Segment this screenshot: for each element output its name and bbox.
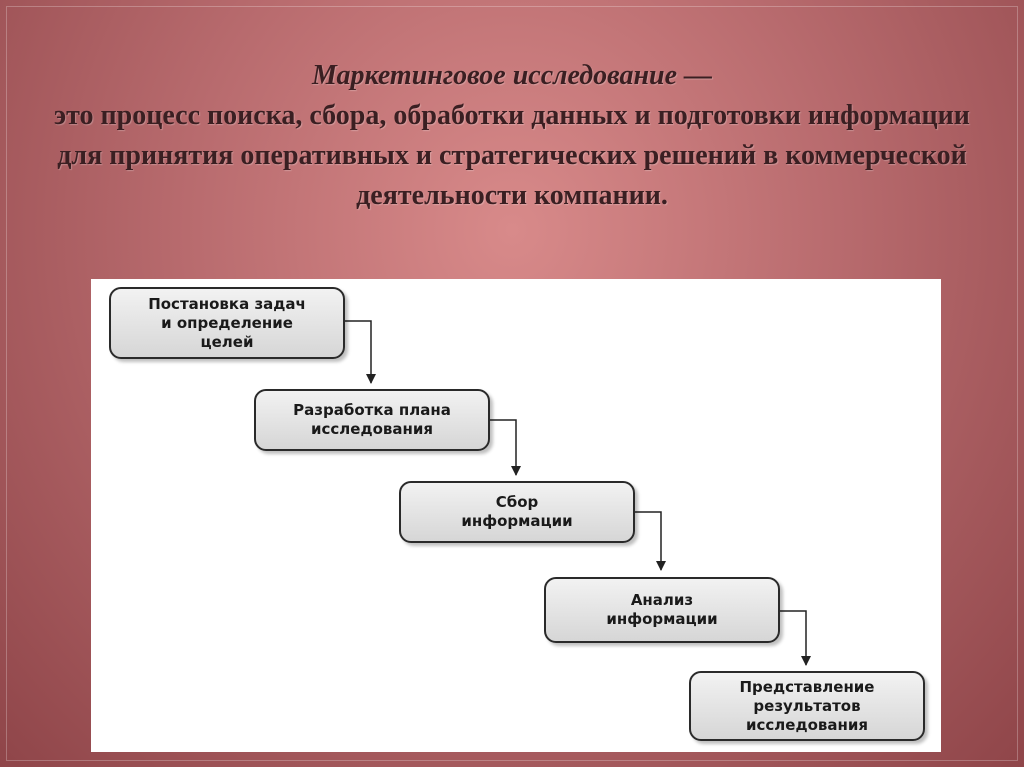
title-definition: это процесс поиска, сбора, обработки дан…: [54, 100, 970, 211]
arrow-4-5: [778, 610, 811, 666]
step-research-plan: Разработка плана исследования: [254, 389, 490, 451]
step-label: Разработка плана исследования: [293, 401, 451, 438]
arrow-1-2: [344, 320, 376, 384]
step-label: Представление результатов исследования: [739, 677, 875, 734]
step-label: Сбор информации: [461, 493, 573, 530]
title-term: Маркетинговое исследование —: [312, 60, 712, 91]
step-label: Анализ информации: [606, 591, 718, 628]
step-task-setting: Постановка задач и определение целей: [109, 287, 345, 359]
step-data-analysis: Анализ информации: [544, 577, 780, 643]
arrow-2-3: [489, 419, 521, 476]
process-diagram: Постановка задач и определение целей Раз…: [91, 279, 941, 752]
arrow-3-4: [633, 511, 666, 571]
step-data-collection: Сбор информации: [399, 481, 635, 543]
connector-arrows: [344, 320, 811, 666]
step-results-presentation: Представление результатов исследования: [689, 671, 925, 741]
step-label: Постановка задач и определение целей: [148, 294, 306, 351]
slide-title: Маркетинговое исследование — это процесс…: [40, 56, 984, 216]
